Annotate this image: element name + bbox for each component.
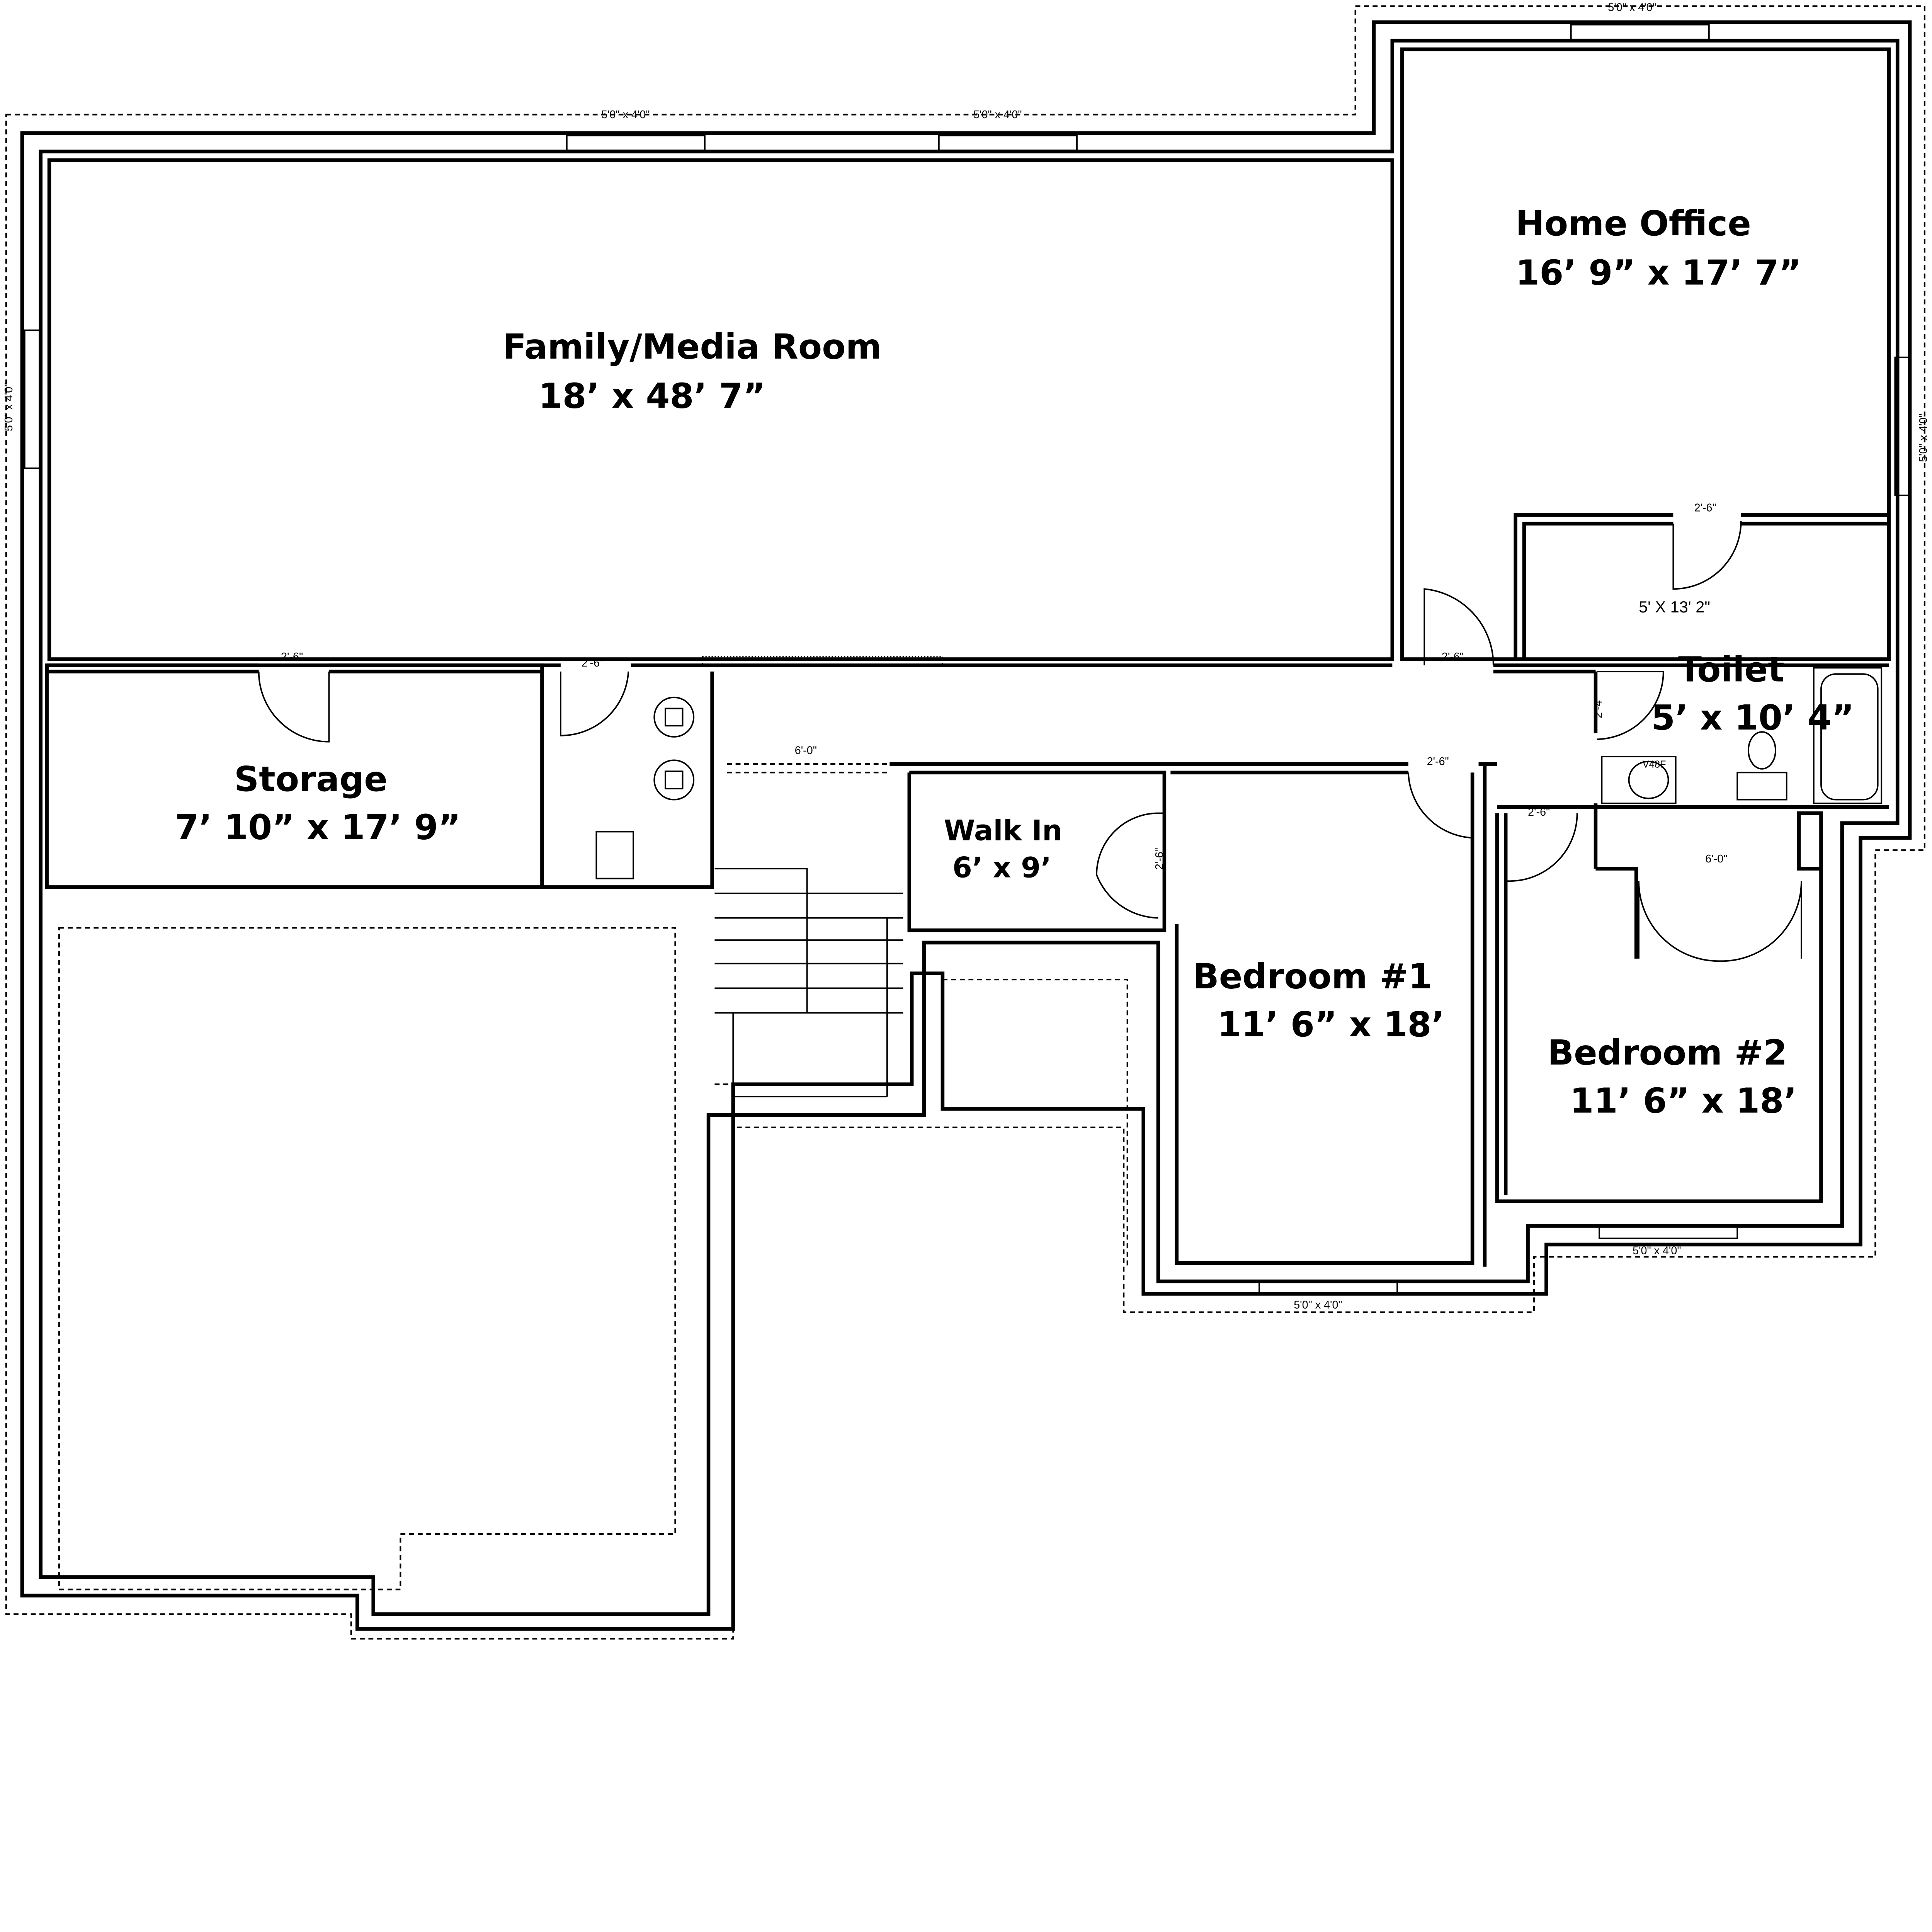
room-name: Toilet (1678, 650, 1784, 690)
utility-wall (540, 671, 714, 889)
room-name: Bedroom #2 (1548, 1033, 1787, 1073)
toilet-door[interactable] (1597, 670, 1664, 740)
bathtub-icon (1813, 667, 1883, 804)
family-room-wall (47, 158, 1395, 661)
water-heater-icon (653, 696, 695, 738)
window-label: 5'0" x 4'0" (601, 109, 650, 121)
office-door[interactable] (1423, 588, 1494, 665)
vanity-label: V48F (1643, 759, 1666, 770)
windows (24, 24, 1911, 1295)
window-label: 5'0" x 4'0" (3, 383, 15, 431)
closet-size: 5' X 13' 2" (1639, 598, 1710, 616)
window-label: 5'0" x 4'0" (1633, 1245, 1681, 1257)
sink-icon (1628, 760, 1669, 799)
bedroom1-door[interactable] (1407, 772, 1473, 839)
toilet-wall (1594, 671, 1889, 813)
room-name: Walk In (944, 815, 1063, 847)
closet-wall (1514, 513, 1889, 659)
walkin-wall (889, 762, 1408, 932)
furnace-icon (595, 831, 634, 879)
room-size: 18’ x 48’ 7” (538, 376, 765, 416)
room-size: 5’ x 10’ 4” (1651, 698, 1854, 738)
door-label: 2'-6" (281, 651, 303, 663)
outer-boundary (5, 5, 1925, 1640)
room-size: 6’ x 9’ (952, 851, 1051, 884)
floor-plan: 5'0" x 4'0" 5'0" x 4'0" 5'0" x 4'0" 5'0"… (3, 2, 1930, 1640)
window-label: 5'0" x 4'0" (1294, 1299, 1342, 1311)
toilet-icon (1747, 731, 1776, 770)
door-label: 2'-6" (1528, 806, 1550, 818)
door-label: 6'-0" (795, 745, 817, 757)
room-size: 7’ 10” x 17’ 9” (175, 808, 461, 848)
door-label: 6'-0" (1705, 853, 1727, 865)
door-label: 2'-6" (1153, 848, 1166, 870)
exterior-wall (20, 20, 1912, 1631)
utility-door[interactable] (560, 671, 629, 736)
water-heater-box-2 (665, 770, 684, 789)
home-office-wall (1400, 47, 1891, 661)
window-label: 5'0" x 4'0" (973, 109, 1022, 121)
door-label: 2'-6" (582, 657, 604, 669)
toilet-tank (1736, 772, 1787, 801)
stairs[interactable] (714, 868, 903, 1097)
room-name: Home Office (1515, 204, 1751, 244)
room-size: 11’ 6” x 18’ (1218, 1005, 1445, 1045)
bedroom2-door[interactable] (1505, 813, 1578, 882)
foundation-line (58, 927, 676, 1590)
bathtub-basin (1820, 673, 1879, 801)
exterior-wall-inner (39, 39, 1900, 1616)
room-name: Family/Media Room (503, 327, 882, 367)
room-size: 11’ 6” x 18’ (1570, 1081, 1797, 1121)
closet-double-door[interactable] (1638, 881, 1802, 962)
bedroom2-wall (1495, 805, 1883, 1203)
bedroom1-wall (1170, 762, 1497, 1267)
door-label: 2'-6" (1442, 651, 1464, 663)
door-label: 2'-6" (1694, 502, 1716, 514)
water-heater-box (665, 707, 684, 727)
stair-rail (702, 656, 944, 667)
foundation-line-2 (714, 979, 1128, 1269)
walkin-door[interactable] (1096, 812, 1165, 919)
storage-door[interactable] (258, 671, 330, 743)
room-name: Bedroom #1 (1193, 956, 1432, 997)
door-label: 2'-6" (1427, 755, 1449, 768)
closet-door[interactable] (1672, 521, 1742, 590)
window-label: 5'0" x 4'0" (1917, 413, 1930, 462)
water-heater-icon-2 (653, 759, 695, 801)
room-name: Storage (234, 759, 388, 799)
window-label: 5'0" x 4'0" (1608, 2, 1656, 14)
vanity (1601, 755, 1677, 804)
door-label: 2'-4" (1592, 696, 1604, 718)
room-size: 16’ 9” x 17’ 7” (1515, 253, 1801, 293)
hall-opening (727, 763, 890, 774)
